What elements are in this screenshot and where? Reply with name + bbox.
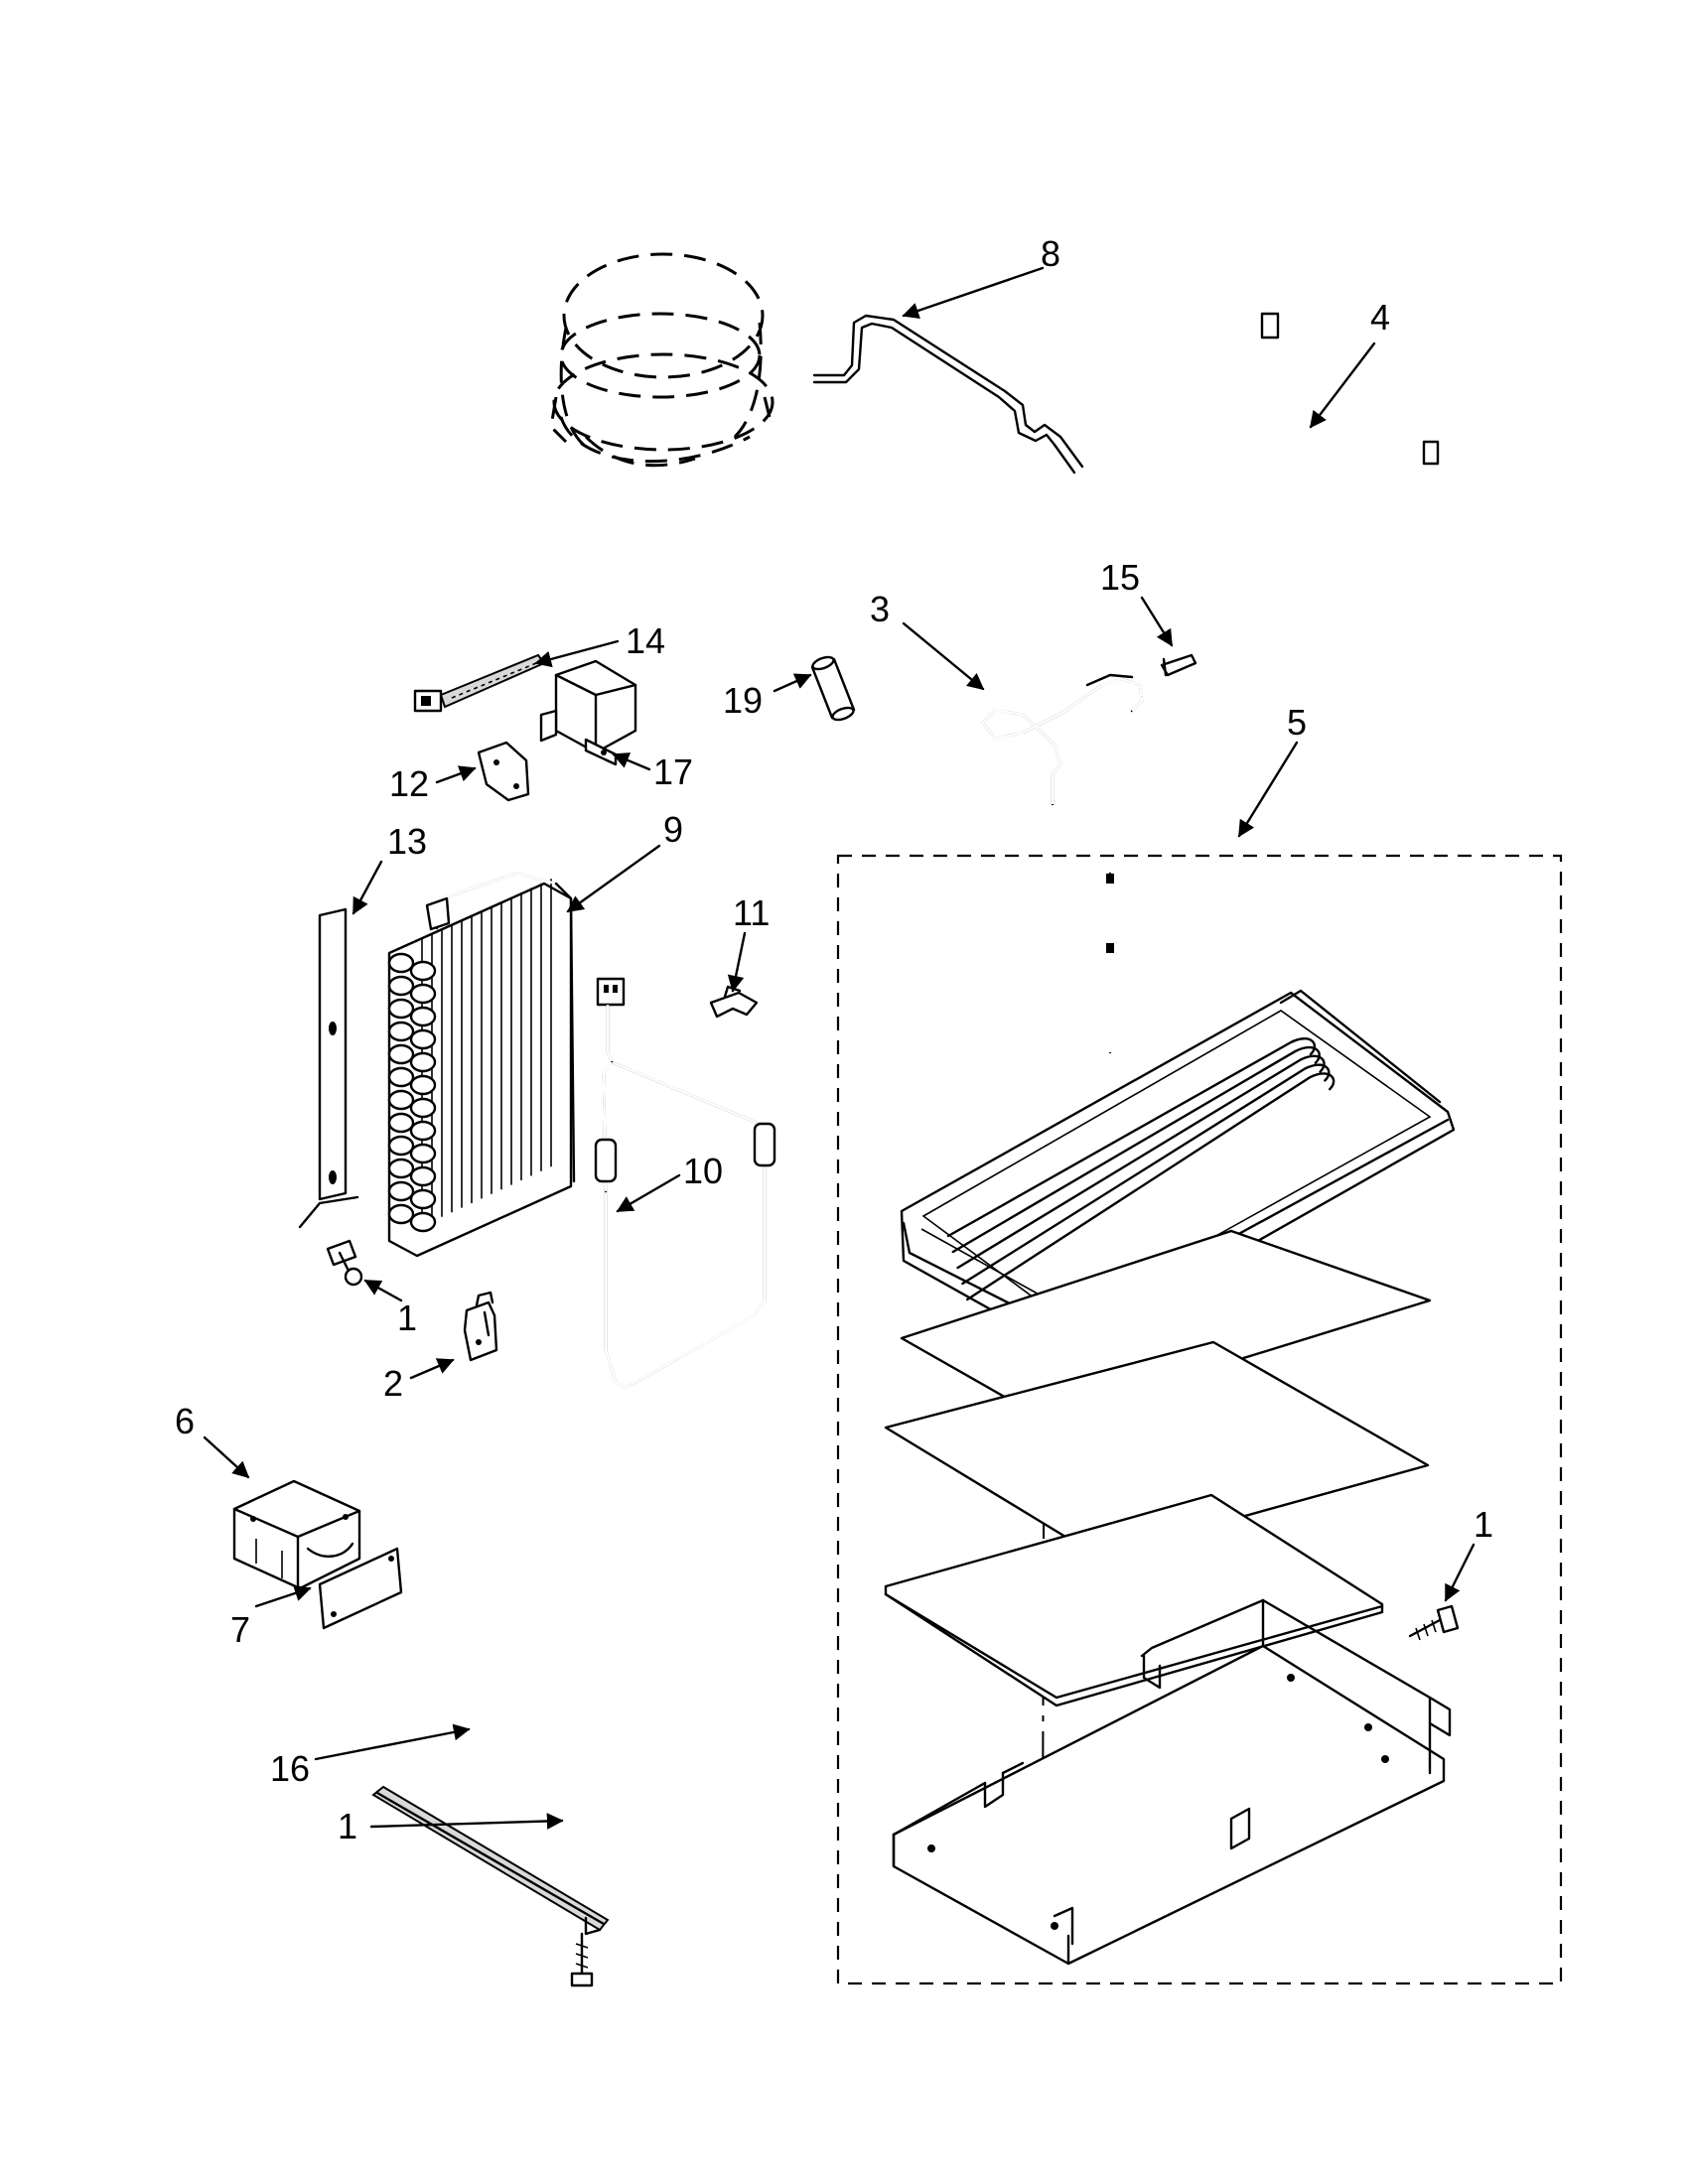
part-5-assembly-boundary (836, 854, 1563, 1985)
defrost-heater-element (951, 1045, 1321, 1254)
evaporator-coil-bend (387, 1021, 415, 1042)
evaporator-coil-bend (387, 1089, 415, 1111)
label-6: 6 (175, 1401, 195, 1441)
label-17: 17 (653, 751, 693, 792)
label-10: 10 (683, 1151, 723, 1191)
sheet-bottom (884, 1493, 1384, 1707)
label-15: 15 (1100, 557, 1140, 598)
part-6-box (232, 1479, 361, 1590)
part-10-harness (594, 977, 776, 1390)
part-14-cable-tie (413, 653, 546, 713)
part-12-plate (477, 741, 530, 802)
defrost-heater-element (946, 1037, 1317, 1238)
part-13-strip (298, 907, 359, 1229)
label-11: 11 (733, 892, 770, 933)
evaporator-coil-bend (387, 975, 415, 997)
evaporator-coil-bend (387, 1112, 415, 1134)
label-2: 2 (383, 1363, 403, 1404)
part-1-screw-right (1408, 1604, 1460, 1641)
evaporator-coil-bend (387, 1203, 415, 1225)
part-labels: 8 4 15 3 5 14 19 17 12 13 9 11 10 1 2 6 … (175, 233, 1493, 1846)
sheet-top (900, 1229, 1432, 1422)
evaporator-coil-bend (409, 1211, 437, 1233)
evaporator-coil-bend (409, 1143, 437, 1164)
label-7: 7 (230, 1609, 250, 1650)
evaporator-coil-bend (387, 952, 415, 974)
leader-arrows (203, 266, 1476, 1830)
label-1a: 1 (397, 1297, 417, 1338)
evaporator-coil-bend (409, 1120, 437, 1142)
part-4-tube (1260, 312, 1440, 508)
label-8: 8 (1041, 233, 1060, 274)
compressor-phantom (549, 252, 774, 468)
thermistor-rod (1106, 872, 1114, 1054)
evaporator-coil-bend (387, 1158, 415, 1179)
defrost-heater-element (961, 1063, 1331, 1286)
evaporator-coil-bend (387, 1135, 415, 1157)
evaporator-coil-bend (409, 1097, 437, 1119)
part-3-tube (981, 673, 1144, 806)
part-9-evaporator (387, 872, 576, 1258)
base-pan (892, 1598, 1452, 1966)
label-1c: 1 (338, 1806, 357, 1846)
evaporator-coil-bend (387, 1066, 415, 1088)
evaporator-coil-bend (409, 1028, 437, 1050)
label-14: 14 (626, 620, 665, 661)
evaporator-coil-bend (387, 998, 415, 1020)
label-5: 5 (1287, 702, 1307, 743)
part-8-tube (812, 314, 1084, 475)
evaporator-coil-bend (409, 960, 437, 982)
part-1-screw-bottom (570, 1932, 594, 1987)
part-17-bracket (539, 659, 637, 766)
label-1b: 1 (1474, 1504, 1493, 1545)
label-19: 19 (723, 680, 763, 721)
evaporator-coil-bend (387, 1180, 415, 1202)
evaporator-coil-bend (409, 1165, 437, 1187)
evaporator-coil-bend (387, 1043, 415, 1065)
part-16-strip (371, 1785, 610, 1936)
part-7-plate (318, 1547, 403, 1630)
part-1-screw-left (326, 1239, 363, 1287)
defrost-heater-element (966, 1072, 1336, 1301)
label-3: 3 (870, 589, 890, 629)
label-9: 9 (663, 809, 683, 850)
label-13: 13 (387, 821, 427, 862)
label-12: 12 (389, 763, 429, 804)
evaporator-coil-bend (409, 983, 437, 1005)
evaporator-coil-bend (409, 1051, 437, 1073)
part-2-bracket (463, 1291, 498, 1362)
label-16: 16 (270, 1748, 310, 1789)
part-15-clip (1160, 653, 1197, 677)
evaporator-coil-bend (409, 1006, 437, 1027)
evaporator-coil-bend (409, 1074, 437, 1096)
evaporator-coil-bend (409, 1188, 437, 1210)
part-19-cylinder (810, 655, 856, 722)
label-4: 4 (1370, 297, 1390, 338)
sheet-middle (884, 1340, 1430, 1559)
defrost-heater-element (956, 1054, 1326, 1270)
